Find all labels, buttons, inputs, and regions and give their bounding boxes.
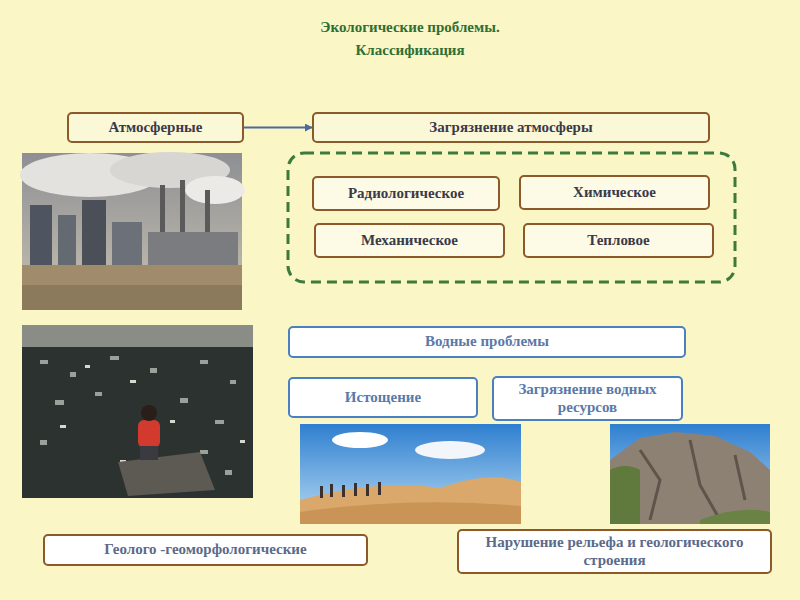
person [138, 420, 160, 448]
raft [118, 452, 215, 496]
box-label: Нарушение рельефа и геологического строе… [459, 534, 770, 569]
category-box: Химическое [519, 175, 710, 210]
box-label: Геолого -геоморфологические [98, 541, 312, 558]
polluted-water-photo [22, 325, 253, 498]
chimney [205, 190, 210, 235]
category-box: Механическое [314, 223, 505, 258]
chimney [180, 180, 185, 235]
box-label: Атмосферные [103, 119, 209, 136]
group-frame [288, 153, 735, 282]
category-box: Нарушение рельефа и геологического строе… [457, 529, 772, 574]
cliff-photo [610, 424, 770, 524]
box-label: Механическое [355, 232, 464, 249]
scrub [700, 510, 770, 524]
box-label: Химическое [567, 184, 662, 201]
sky [610, 424, 770, 524]
people [320, 482, 381, 498]
slide-title: Экологические проблемы. Классификация [290, 16, 530, 63]
arrow-connector [244, 127, 312, 129]
building [58, 215, 76, 265]
person-head [141, 405, 157, 421]
sky [300, 424, 521, 524]
box-label: Радиологическое [342, 185, 470, 202]
building [148, 232, 238, 265]
factory-photo [20, 152, 245, 310]
ground [22, 265, 242, 310]
scrub [610, 466, 640, 524]
building [82, 200, 106, 265]
category-box: Атмосферные [67, 112, 244, 143]
box-label: Загрязнение атмосферы [423, 119, 598, 136]
category-box: Загрязнение водных ресурсов [492, 376, 683, 421]
smoke [185, 176, 245, 204]
box-label: Тепловое [581, 232, 655, 249]
rock [610, 432, 770, 524]
chimney [160, 185, 165, 235]
ground [22, 285, 242, 310]
building [112, 222, 142, 265]
water [22, 325, 253, 498]
category-box: Радиологическое [312, 176, 500, 211]
box-label: Водные проблемы [419, 333, 555, 350]
shore [22, 325, 253, 347]
cloud [332, 432, 388, 448]
cloud [415, 441, 485, 459]
box-label: Истощение [339, 389, 427, 406]
person-legs [140, 446, 158, 460]
desert-photo [300, 424, 521, 524]
sand [300, 502, 521, 524]
category-box: Загрязнение атмосферы [312, 112, 710, 143]
category-box: Истощение [288, 377, 478, 418]
debris [60, 365, 245, 463]
box-label: Загрязнение водных ресурсов [494, 381, 681, 416]
category-box: Тепловое [523, 223, 714, 258]
category-box: Геолого -геоморфологические [43, 534, 368, 566]
building [30, 205, 52, 265]
category-box: Водные проблемы [288, 326, 686, 358]
sand-dune [300, 477, 521, 524]
rock-crack [640, 440, 745, 520]
